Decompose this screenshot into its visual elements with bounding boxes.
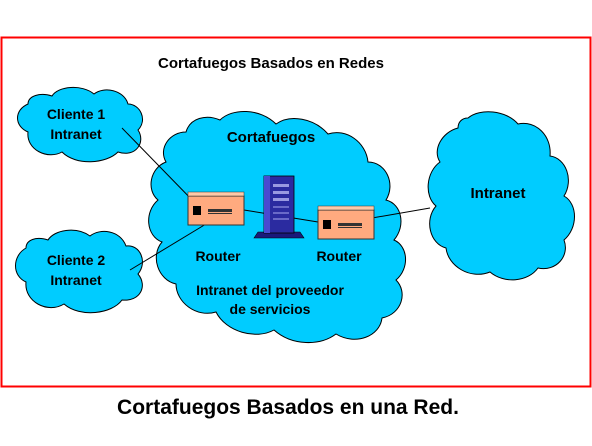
server-tower-icon: [253, 175, 305, 239]
cliente-1-intranet-label: Intranet: [50, 126, 102, 142]
cliente-2-cloud: Cliente 2 Intranet: [15, 229, 143, 314]
link-cliente2-router: [129, 223, 207, 271]
router-left-label: Router: [195, 248, 241, 264]
diagram-title: Cortafuegos Basados en Redes: [158, 55, 384, 72]
intranet-cloud: Intranet: [427, 111, 575, 281]
router-icon: [317, 205, 375, 240]
router-right-label: Router: [316, 248, 362, 264]
link-cliente1-router: [121, 127, 199, 207]
intranet-label: Intranet: [470, 185, 525, 202]
provider-intranet-label-line2: de servicios: [230, 301, 311, 317]
provider-intranet-label-line1: Intranet del proveedor: [196, 282, 344, 298]
cliente-2-intranet-label: Intranet: [50, 272, 102, 288]
cliente-1-label: Cliente 1: [47, 106, 106, 122]
link-router-intranet: [371, 207, 431, 219]
figure-caption: Cortafuegos Basados en una Red.: [117, 396, 459, 419]
cliente-1-cloud: Cliente 1 Intranet: [17, 87, 143, 163]
router-icon: [187, 191, 245, 226]
firewall-label: Cortafuegos: [227, 129, 315, 146]
cliente-2-label: Cliente 2: [47, 252, 106, 268]
